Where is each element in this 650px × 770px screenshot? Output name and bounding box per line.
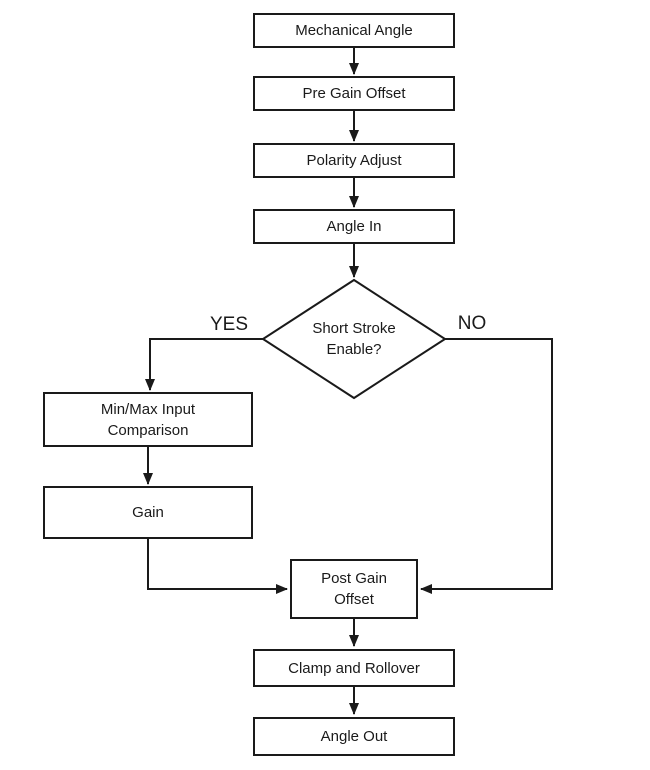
node-label-line: Comparison (107, 421, 189, 439)
edge-yes-short-stroke-to-min-max (145, 338, 263, 391)
node-label: Angle In (326, 218, 382, 235)
node-label-line: Post Gain (321, 570, 387, 587)
node-mechanical-angle: Mechanical Angle (253, 13, 455, 48)
node-post-gain-offset: Post Gain Offset (290, 559, 418, 619)
node-angle-out: Angle Out (253, 717, 455, 756)
node-pre-gain-offset: Pre Gain Offset (253, 76, 455, 111)
node-short-stroke-enable-label: Short Stroke Enable? (280, 313, 428, 365)
node-label: Clamp and Rollover (288, 659, 420, 677)
node-polarity-adjust: Polarity Adjust (253, 143, 455, 178)
node-label-line: Min/Max Input (100, 400, 196, 418)
node-label-line: Offset (334, 591, 374, 608)
node-clamp-and-rollover: Clamp and Rollover (253, 649, 455, 687)
edge-gain-to-post-gain-offset (147, 539, 288, 594)
node-label: Polarity Adjust (306, 152, 402, 169)
edge-no-short-stroke-to-post-gain-offset (420, 338, 553, 594)
node-label: Mechanical Angle (295, 22, 413, 39)
node-angle-in: Angle In (253, 209, 455, 244)
node-label-line: Enable? (326, 341, 382, 358)
node-label-line: Short Stroke (312, 320, 396, 337)
branch-label-no: NO (457, 313, 487, 334)
node-label: Angle Out (320, 728, 388, 745)
node-gain: Gain (43, 486, 253, 539)
decision-diamond-short-stroke-enable (261, 278, 447, 400)
node-label: Gain (132, 504, 164, 521)
node-label: Pre Gain Offset (302, 85, 406, 102)
node-min-max-input-comparison: Min/Max Input Comparison (43, 392, 253, 447)
branch-label-yes: YES (209, 314, 249, 335)
